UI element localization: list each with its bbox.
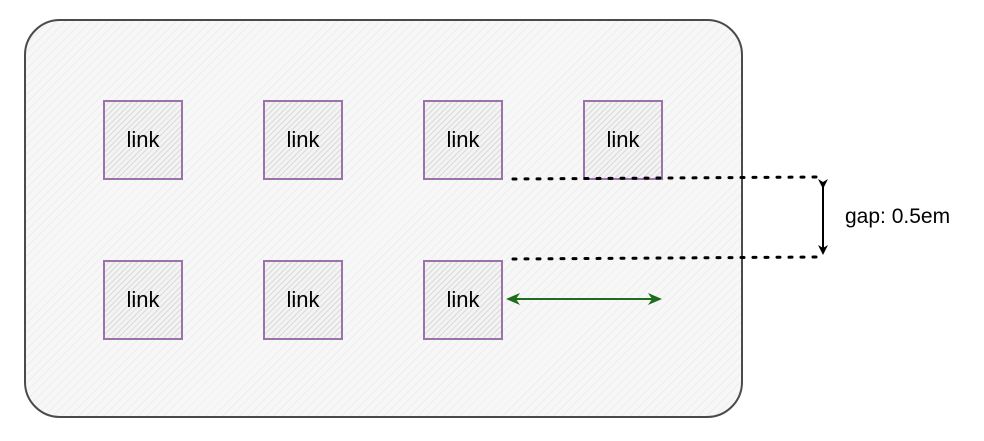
link-box-6[interactable]: link (263, 260, 343, 340)
link-box-5[interactable]: link (103, 260, 183, 340)
link-box-2[interactable]: link (263, 100, 343, 180)
link-label: link (446, 127, 480, 152)
link-label: link (446, 287, 480, 312)
dotted-guide-top (511, 175, 822, 181)
flex-container (24, 19, 743, 418)
link-label: link (286, 287, 320, 312)
link-box-4[interactable]: link (583, 100, 663, 180)
gap-label: gap: 0.5em (845, 205, 951, 228)
link-label: link (126, 127, 160, 152)
link-box-1[interactable]: link (103, 100, 183, 180)
link-label: link (126, 287, 160, 312)
link-box-7[interactable]: link (423, 260, 503, 340)
link-box-3[interactable]: link (423, 100, 503, 180)
link-label: link (286, 127, 320, 152)
link-label: link (606, 127, 640, 152)
dotted-guide-bottom (511, 255, 822, 261)
